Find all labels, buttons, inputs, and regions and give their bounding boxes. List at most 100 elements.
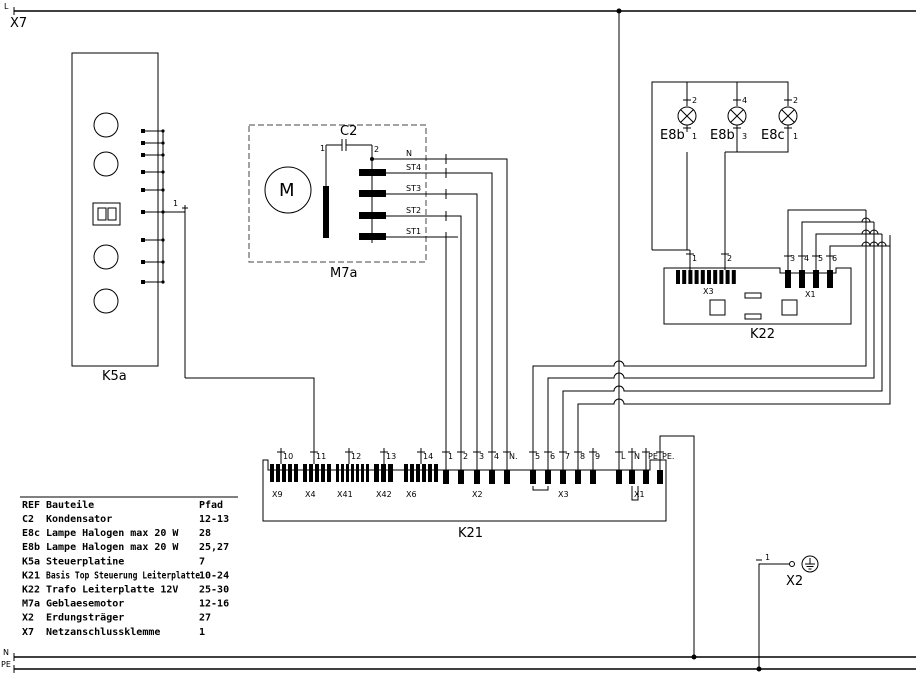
- k21-contact: [276, 464, 280, 482]
- legend-path: 25,27: [199, 542, 229, 553]
- legend-part: Trafo Leiterplatte 12V: [46, 584, 178, 596]
- k21-x2-contact: [474, 470, 480, 484]
- legend-part: Erdungsträger: [46, 613, 124, 624]
- k21-x1-contact: [643, 470, 649, 484]
- k22-pin-label: 3: [790, 254, 795, 263]
- legend-ref: M7a: [22, 599, 40, 610]
- k21-contact: [428, 464, 432, 482]
- lamp-pin-top: 2: [793, 96, 798, 105]
- k21-x1-pin-label: N: [634, 452, 640, 461]
- cap-pin1: 1: [320, 144, 325, 153]
- k5a-pin: [141, 129, 145, 133]
- legend-ref: E8c: [22, 528, 40, 539]
- k21-contact: [356, 464, 359, 482]
- k21-x3-contact: [560, 470, 566, 484]
- k22-label: K22: [750, 327, 775, 342]
- k21-contact: [294, 464, 298, 482]
- legend-ref: C2: [22, 514, 34, 525]
- k21-x2-pin-label: 1: [448, 452, 453, 461]
- legend-path: 1: [199, 627, 205, 638]
- k5a-pin: [141, 280, 145, 284]
- legend-part: Geblaesemotor: [46, 599, 124, 610]
- rail-pe: PE: [1, 660, 916, 673]
- motor-terminal-label: N: [406, 149, 412, 158]
- k21-x1-contact: [616, 470, 622, 484]
- rail-pe-label: PE: [1, 660, 11, 669]
- k22-x3-contact: [682, 270, 687, 284]
- k21-x2-pin-label: N.: [509, 452, 518, 461]
- k21-x2-contact: [489, 470, 495, 484]
- k21-contact: [374, 464, 379, 482]
- lamp-label: E8b: [660, 128, 685, 143]
- legend-header-ref: REF: [22, 500, 40, 511]
- legend-ref: X2: [22, 613, 34, 624]
- k21-contact: [288, 464, 292, 482]
- x2-label: X2: [786, 574, 803, 589]
- k21-pin-label: 14: [423, 452, 433, 461]
- lamp-pin-top: 4: [742, 96, 747, 105]
- k22-x3-contact: [719, 270, 724, 284]
- lamp-pin-top: 2: [692, 96, 697, 105]
- lamp-label: E8c: [761, 128, 785, 143]
- k21-connector-label: X1: [634, 490, 645, 499]
- k21-x1-contact: [657, 470, 663, 484]
- legend-header-part: Bauteile: [46, 499, 94, 511]
- k22-x3-contact: [725, 270, 730, 284]
- legend-path: 12-16: [199, 599, 229, 610]
- k21-label: K21: [458, 526, 483, 541]
- legend-header-path: Pfad: [199, 500, 223, 511]
- x2-pin: 1: [765, 553, 770, 562]
- legend-part: Lampe Halogen max 20 W: [46, 542, 179, 553]
- k22-pin-label: 5: [818, 254, 823, 263]
- k21-contact: [351, 464, 354, 482]
- legend-ref: E8b: [22, 542, 40, 553]
- k21-pin-label: 10: [283, 452, 293, 461]
- rail-n: N: [3, 648, 916, 661]
- k22-x1-contact: [799, 270, 805, 288]
- k21-x3-contact: [590, 470, 596, 484]
- k21-connector-label: X6: [406, 490, 417, 499]
- k21-x1-pin-label: L: [621, 452, 626, 461]
- k21-contact: [381, 464, 386, 482]
- k21-contact: [327, 464, 331, 482]
- k21-x2-pin-label: 4: [494, 452, 499, 461]
- k21-x1-pin-label: PE: [648, 452, 658, 461]
- k21-x1-pin-label: PE.: [662, 452, 674, 461]
- cap-pin2: 2: [374, 145, 379, 154]
- k21-x3-pin-label: 5: [535, 452, 540, 461]
- rail-l-label: L: [4, 2, 9, 11]
- motor-terminal-label: ST3: [406, 184, 421, 193]
- legend-path: 7: [199, 556, 205, 567]
- wiring: [445, 8, 891, 660]
- k21-x2-pin-label: 2: [463, 452, 468, 461]
- k21-x3-pin-label: 6: [550, 452, 555, 461]
- k21-x3-pin-label: 7: [565, 452, 570, 461]
- k5a-pin: [141, 188, 145, 192]
- k21-x1-contact: [629, 470, 635, 484]
- k21-x2-contact: [458, 470, 464, 484]
- k21-contact: [422, 464, 426, 482]
- k22-x3-contact: [700, 270, 705, 284]
- lamp-pin-bottom: 1: [793, 132, 798, 141]
- k21-x3-pin-label: 8: [580, 452, 585, 461]
- k21-contact: [388, 464, 393, 482]
- k22-pin-label: 2: [727, 254, 732, 263]
- k22-x1-label: X1: [805, 290, 816, 299]
- k5a-pin: [141, 153, 145, 157]
- legend-part: Basis Top Steuerung Leiterplatte: [46, 569, 200, 581]
- k21-connector-label: X4: [305, 490, 316, 499]
- k21-connector-label: X3: [558, 490, 569, 499]
- k21-x2-contact: [504, 470, 510, 484]
- k21-connector-label: X42: [376, 490, 392, 499]
